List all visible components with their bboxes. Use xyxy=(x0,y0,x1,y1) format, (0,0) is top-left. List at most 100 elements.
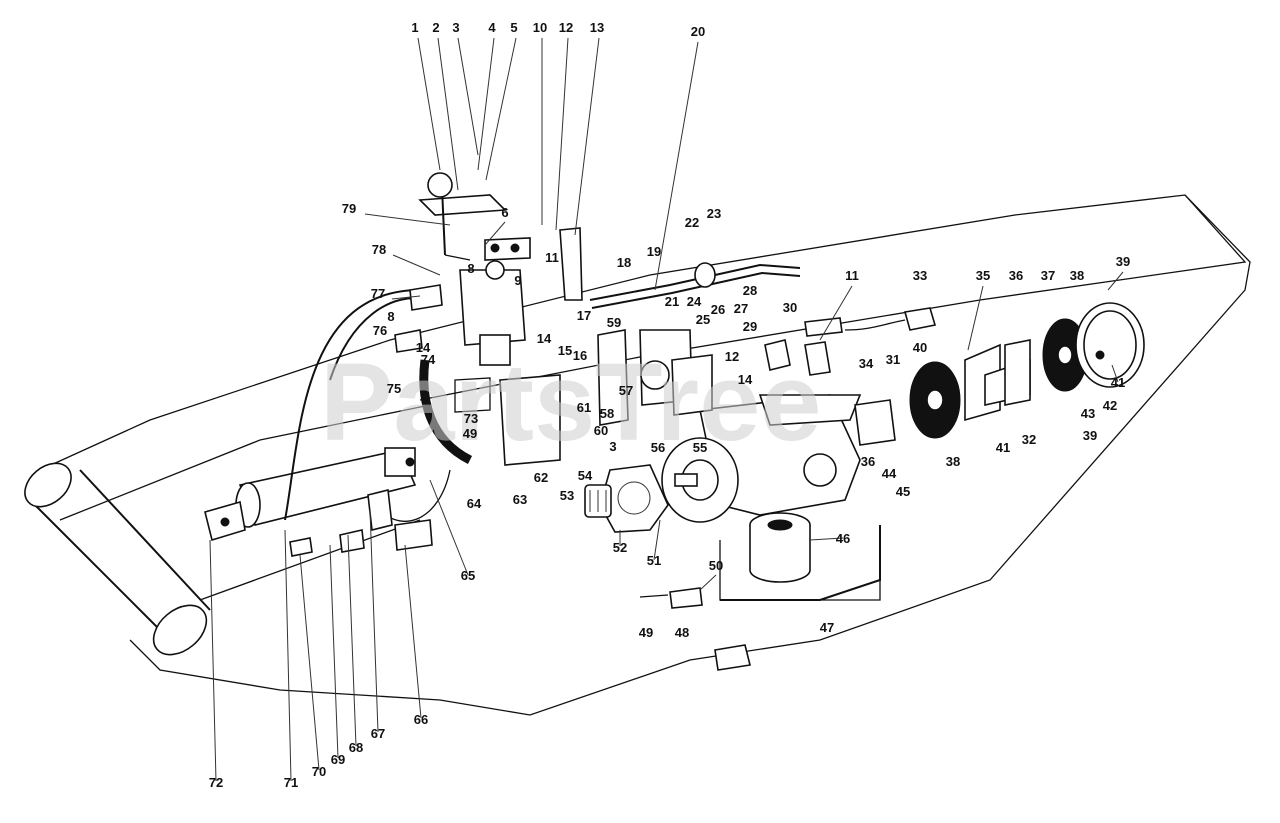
callout-30: 30 xyxy=(783,300,797,315)
callout-45: 45 xyxy=(896,484,910,499)
callout-22: 22 xyxy=(685,215,699,230)
callout-2: 2 xyxy=(432,20,439,35)
callout-10: 10 xyxy=(533,20,547,35)
callout-27: 27 xyxy=(734,301,748,316)
callout-17: 17 xyxy=(577,308,591,323)
callout-39: 39 xyxy=(1116,254,1130,269)
callout-76: 76 xyxy=(373,323,387,338)
leader-line xyxy=(429,479,469,576)
callout-73: 73 xyxy=(464,411,478,426)
callout-35: 35 xyxy=(976,268,990,283)
callout-49: 49 xyxy=(463,426,477,441)
callout-68: 68 xyxy=(349,740,363,755)
leader-line xyxy=(329,544,339,759)
callout-38: 38 xyxy=(1070,268,1084,283)
leader-line xyxy=(477,37,495,171)
callout-9: 9 xyxy=(514,273,521,288)
callout-16: 16 xyxy=(573,348,587,363)
callout-31: 31 xyxy=(886,352,900,367)
callout-63: 63 xyxy=(513,492,527,507)
callout-53: 53 xyxy=(560,488,574,503)
callout-71: 71 xyxy=(284,775,298,790)
leader-line xyxy=(654,41,699,291)
leader-line xyxy=(369,509,379,733)
callout-5: 5 xyxy=(510,20,517,35)
leader-line xyxy=(364,213,451,226)
callout-60: 60 xyxy=(594,423,608,438)
callout-41: 41 xyxy=(996,440,1010,455)
hydraulic-cylinder xyxy=(204,447,417,542)
leader-line xyxy=(391,295,421,300)
callout-24: 24 xyxy=(687,294,702,309)
callout-26: 26 xyxy=(711,302,725,317)
leader-line xyxy=(404,544,422,719)
leader-line xyxy=(347,534,357,747)
callout-3: 3 xyxy=(609,439,616,454)
callout-13: 13 xyxy=(590,20,604,35)
callout-55: 55 xyxy=(693,440,707,455)
leader-line xyxy=(699,574,717,591)
callout-29: 29 xyxy=(743,319,757,334)
callout-75: 75 xyxy=(387,381,401,396)
leader-line xyxy=(819,285,853,341)
callout-50: 50 xyxy=(709,558,723,573)
leader-line xyxy=(437,37,459,191)
bracket xyxy=(597,329,629,426)
callout-21: 21 xyxy=(665,294,679,309)
fittings xyxy=(764,307,937,376)
leader-line xyxy=(392,254,441,276)
callout-72: 72 xyxy=(209,775,223,790)
callout-47: 47 xyxy=(820,620,834,635)
callout-8: 8 xyxy=(387,309,394,324)
callout-14: 14 xyxy=(416,340,431,355)
lower-pipe xyxy=(639,525,881,609)
callout-74: 74 xyxy=(421,352,436,367)
callout-11: 11 xyxy=(545,250,559,265)
callout-37: 37 xyxy=(1041,268,1055,283)
callout-34: 34 xyxy=(859,356,874,371)
coupling xyxy=(584,484,612,518)
callout-32: 32 xyxy=(1022,432,1036,447)
callout-48: 48 xyxy=(675,625,689,640)
callout-36: 36 xyxy=(861,454,875,469)
callout-39: 39 xyxy=(1083,428,1097,443)
callout-43: 43 xyxy=(1081,406,1095,421)
leader-line xyxy=(484,221,506,246)
callout-65: 65 xyxy=(461,568,475,583)
callout-41: 41 xyxy=(1111,375,1125,390)
callout-23: 23 xyxy=(707,206,721,221)
callout-70: 70 xyxy=(312,764,326,779)
callout-15: 15 xyxy=(558,343,572,358)
leader-line xyxy=(1111,364,1119,383)
leader-line xyxy=(457,37,479,156)
leader-line xyxy=(809,537,844,541)
callout-52: 52 xyxy=(613,540,627,555)
leader-line xyxy=(299,554,320,771)
callout-78: 78 xyxy=(372,242,386,257)
leader-line xyxy=(555,37,569,231)
callout-56: 56 xyxy=(651,440,665,455)
callout-20: 20 xyxy=(691,24,705,39)
callout-14: 14 xyxy=(738,372,753,387)
roller-tube xyxy=(24,462,211,656)
callout-51: 51 xyxy=(647,553,661,568)
leader-line xyxy=(485,37,517,181)
callout-62: 62 xyxy=(534,470,548,485)
callout-42: 42 xyxy=(1103,398,1117,413)
callout-33: 33 xyxy=(913,268,927,283)
callout-4: 4 xyxy=(488,20,496,35)
base-bracket xyxy=(714,644,751,671)
callout-40: 40 xyxy=(913,340,927,355)
callout-6: 6 xyxy=(501,205,508,220)
callout-1: 1 xyxy=(411,20,418,35)
leader-line xyxy=(209,539,217,782)
callout-28: 28 xyxy=(743,283,757,298)
oil-filter xyxy=(749,512,811,583)
leader-line xyxy=(967,285,984,351)
callout-61: 61 xyxy=(577,400,591,415)
callout-14: 14 xyxy=(537,331,552,346)
leader-line xyxy=(284,529,292,782)
pipe-line xyxy=(559,227,801,309)
